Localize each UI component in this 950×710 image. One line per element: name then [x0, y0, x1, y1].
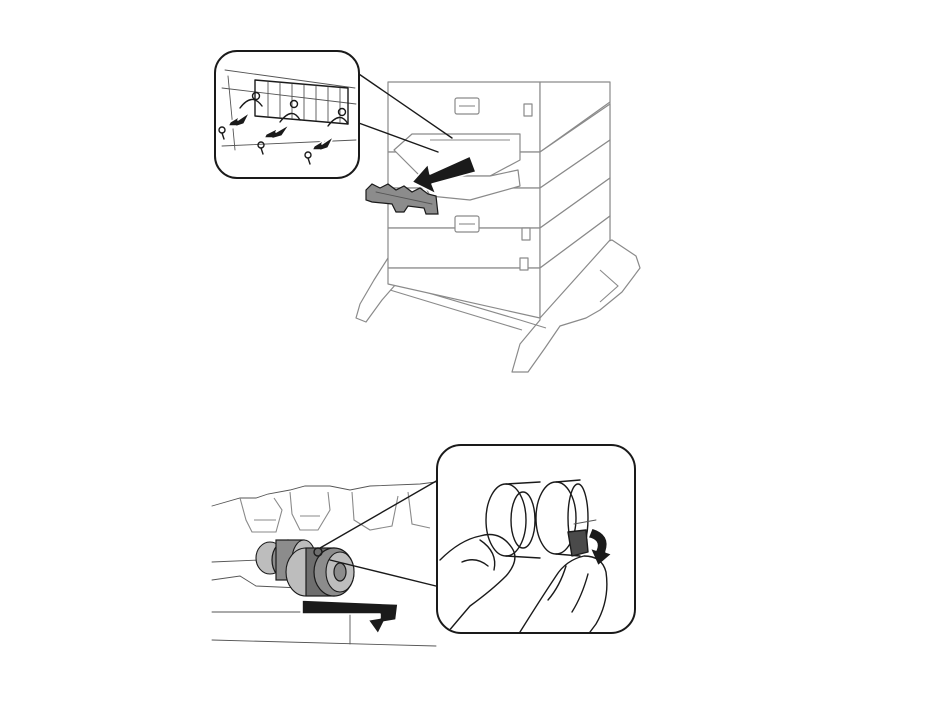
roller-assembly-illustration	[212, 482, 436, 646]
screws-removal-callout	[215, 51, 359, 178]
roller-release-tab-callout	[437, 445, 635, 633]
printer-illustration	[356, 82, 640, 372]
pickup-rollers	[256, 540, 354, 596]
